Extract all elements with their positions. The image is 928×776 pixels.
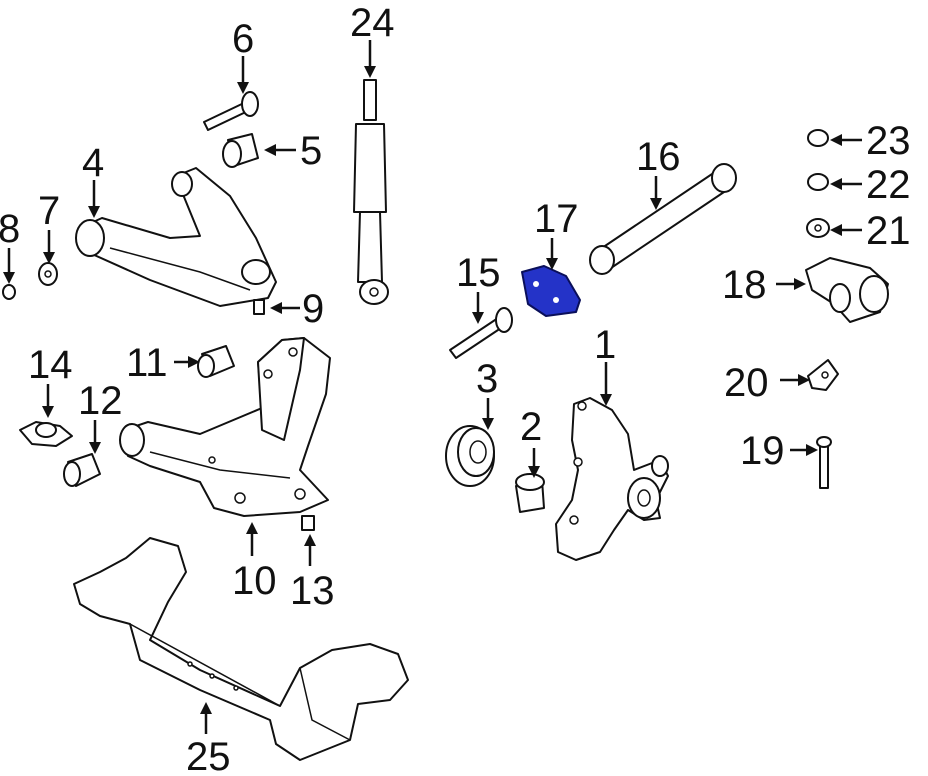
part-11-bushing[interactable] (197, 345, 235, 378)
part-17-highlight (521, 265, 581, 317)
part-18-callout: 18 (722, 263, 806, 307)
label-10: 10 (232, 559, 277, 603)
label-15: 15 (456, 251, 501, 295)
part-18-bushing-housing[interactable] (805, 257, 889, 323)
part-1-steering-knuckle[interactable] (555, 397, 669, 561)
part-7-washer[interactable] (38, 262, 58, 286)
part-16-callout: 16 (636, 135, 681, 210)
part-9-callout: 9 (270, 287, 324, 331)
part-24-shock-absorber[interactable] (353, 79, 389, 305)
part-19-bolt[interactable] (816, 436, 832, 489)
label-8: 8 (0, 207, 20, 251)
label-2: 2 (520, 405, 542, 449)
part-13-ball-joint[interactable] (301, 515, 315, 531)
part-21-callout: 21 (830, 209, 911, 253)
part-25-callout: 25 (186, 702, 231, 776)
label-18: 18 (722, 263, 767, 307)
label-19: 19 (740, 429, 785, 473)
part-24-callout: 24 (350, 1, 395, 78)
part-10-lower-control-arm[interactable] (119, 337, 331, 517)
label-24: 24 (350, 1, 395, 45)
label-14: 14 (28, 343, 73, 387)
part-1-callout: 1 (594, 323, 616, 406)
part-20-callout: 20 (724, 361, 810, 405)
part-14-callout: 14 (28, 343, 73, 418)
part-7-callout: 7 (38, 189, 60, 264)
part-5-bushing[interactable] (222, 133, 259, 168)
label-7: 7 (38, 189, 60, 233)
part-9-stud[interactable] (253, 299, 265, 315)
label-4: 4 (82, 141, 104, 185)
label-1: 1 (594, 323, 616, 367)
label-11: 11 (126, 341, 168, 385)
part-4-callout: 4 (82, 141, 104, 218)
label-3: 3 (476, 357, 498, 401)
label-17: 17 (534, 197, 579, 241)
label-12: 12 (78, 379, 123, 423)
part-2-callout: 2 (520, 405, 542, 478)
part-15-callout: 15 (456, 251, 501, 324)
part-22-callout: 22 (830, 163, 911, 207)
part-21-washer[interactable] (806, 218, 830, 238)
part-13-callout: 13 (290, 534, 335, 613)
part-23-callout: 23 (830, 119, 911, 163)
part-6-callout: 6 (232, 17, 254, 94)
part-11-callout: 11 (126, 341, 200, 385)
part-14-mount[interactable] (19, 421, 73, 447)
label-20: 20 (724, 361, 769, 405)
part-4-upper-control-arm[interactable] (75, 167, 277, 307)
part-12-callout: 12 (78, 379, 123, 454)
part-5-callout: 5 (264, 129, 322, 173)
part-25-crossmember[interactable] (73, 537, 409, 761)
part-16-strut-rod[interactable] (589, 163, 737, 275)
part-10-callout: 10 (232, 522, 277, 603)
part-8-nut[interactable] (2, 284, 16, 300)
part-17-bracket[interactable] (521, 265, 581, 317)
part-15-bolt[interactable] (449, 307, 513, 359)
label-5: 5 (300, 129, 322, 173)
label-9: 9 (302, 287, 324, 331)
label-23: 23 (866, 119, 911, 163)
part-3-callout: 3 (476, 357, 498, 430)
label-16: 16 (636, 135, 681, 179)
part-17-callout: 17 (534, 197, 579, 270)
part-20-clip[interactable] (807, 359, 839, 391)
label-21: 21 (866, 209, 911, 253)
label-13: 13 (290, 569, 335, 613)
label-6: 6 (232, 17, 254, 61)
label-22: 22 (866, 163, 911, 207)
label-25: 25 (186, 735, 231, 776)
part-2-bushing[interactable] (515, 473, 545, 513)
part-12-bushing[interactable] (63, 453, 101, 487)
part-22-nut[interactable] (807, 173, 829, 191)
part-3-bearing[interactable] (445, 425, 495, 487)
part-19-callout: 19 (740, 429, 818, 473)
part-23-nut[interactable] (807, 129, 829, 147)
part-8-callout: 8 (0, 207, 20, 284)
part-6-bolt[interactable] (203, 91, 259, 131)
